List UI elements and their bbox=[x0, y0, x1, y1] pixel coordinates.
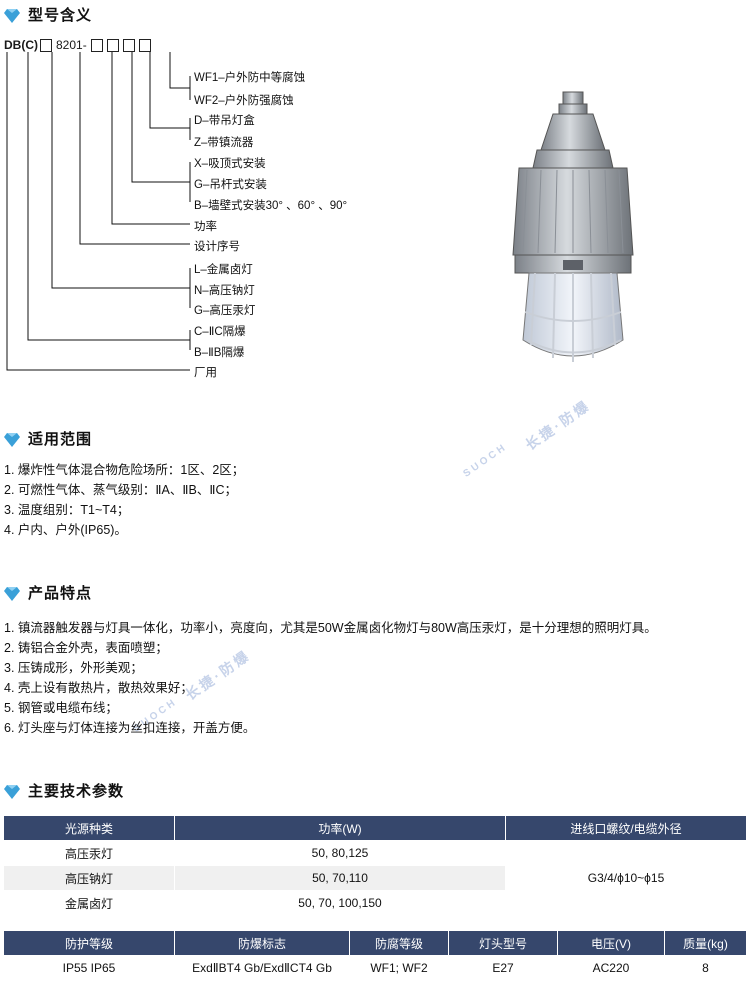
section-title: 主要技术参数 bbox=[28, 783, 125, 800]
model-prefix: DB(C) bbox=[4, 38, 38, 52]
code-box bbox=[122, 38, 135, 52]
list-item: 2. 铸铝合金外壳，表面喷塑； bbox=[4, 641, 168, 655]
table-cell: 50, 70, 100,150 bbox=[174, 890, 506, 916]
list-item: 4. 户内、户外(IP65)。 bbox=[4, 523, 127, 537]
code-box bbox=[40, 38, 52, 52]
tree-label: Z–带镇流器 bbox=[194, 137, 254, 149]
table-row: IP55 IP65 ExdⅡBT4 Gb/ExdⅡCT4 Gb WF1; WF2… bbox=[3, 955, 747, 981]
tree-label: 厂用 bbox=[194, 367, 217, 379]
tree-label: WF1–户外防中等腐蚀 bbox=[194, 72, 306, 84]
table-cell: G3/4/ϕ10~ϕ15 bbox=[505, 840, 747, 916]
table-header: 防护等级 bbox=[3, 930, 175, 956]
tree-label: D–带吊灯盒 bbox=[194, 115, 255, 127]
tree-label: N–高压钠灯 bbox=[194, 285, 255, 297]
table-cell: 8 bbox=[664, 955, 747, 981]
table-cell: 金属卤灯 bbox=[3, 890, 175, 916]
table-header: 质量(kg) bbox=[664, 930, 747, 956]
tree-label: G–吊杆式安装 bbox=[194, 179, 267, 191]
table-header: 进线口螺纹/电缆外径 bbox=[505, 815, 747, 841]
gem-icon bbox=[4, 784, 20, 799]
code-box bbox=[90, 38, 103, 52]
table-cell: 50, 80,125 bbox=[174, 840, 506, 866]
table-header: 灯头型号 bbox=[448, 930, 558, 956]
table-header: 功率(W) bbox=[174, 815, 506, 841]
scope-list: 1. 爆炸性气体混合物危险场所：1区、2区； 2. 可燃性气体、蒸气级别：ⅡA、… bbox=[4, 460, 244, 540]
model-tree-lines bbox=[6, 52, 191, 371]
section-heading-model: 型号含义 bbox=[4, 4, 92, 25]
section-title: 适用范围 bbox=[28, 431, 93, 448]
table-cell: ExdⅡBT4 Gb/ExdⅡCT4 Gb bbox=[174, 955, 350, 981]
gem-icon bbox=[4, 586, 20, 601]
tree-label: G–高压汞灯 bbox=[194, 305, 256, 317]
list-item: 5. 钢管或电缆布线； bbox=[4, 701, 118, 715]
tree-label: X–吸顶式安装 bbox=[194, 158, 266, 170]
list-item: 6. 灯头座与灯体连接为丝扣连接，开盖方便。 bbox=[4, 721, 256, 735]
section-heading-params: 主要技术参数 bbox=[4, 780, 124, 801]
tree-label: 功率 bbox=[194, 221, 217, 233]
table-row: 高压钠灯 50, 70,110 bbox=[3, 865, 747, 891]
table-cell: 高压钠灯 bbox=[3, 865, 175, 891]
section-title: 产品特点 bbox=[28, 585, 93, 602]
gem-icon bbox=[4, 8, 20, 23]
code-box bbox=[106, 38, 119, 52]
table-cell: E27 bbox=[448, 955, 558, 981]
list-item: 1. 爆炸性气体混合物危险场所：1区、2区； bbox=[4, 463, 245, 477]
list-item: 4. 壳上设有散热片，散热效果好； bbox=[4, 681, 193, 695]
section-heading-features: 产品特点 bbox=[4, 582, 92, 603]
tree-label: B–ⅡB隔爆 bbox=[194, 347, 245, 359]
list-item: 3. 压铸成形，外形美观； bbox=[4, 661, 143, 675]
list-item: 2. 可燃性气体、蒸气级别：ⅡA、ⅡB、ⅡC； bbox=[4, 483, 238, 497]
tree-label: 设计序号 bbox=[194, 241, 240, 253]
table-cell: 50, 70,110 bbox=[174, 865, 506, 891]
tree-label: L–金属卤灯 bbox=[194, 264, 253, 276]
list-item: 1. 镇流器触发器与灯具一体化，功率小，亮度向，尤其是50W金属卤化物灯与80W… bbox=[4, 621, 657, 635]
tree-label: C–ⅡC隔爆 bbox=[194, 326, 246, 338]
table-row: 高压汞灯 50, 80,125 G3/4/ϕ10~ϕ15 bbox=[3, 840, 747, 916]
feature-list: 1. 镇流器触发器与灯具一体化，功率小，亮度向，尤其是50W金属卤化物灯与80W… bbox=[4, 618, 657, 738]
section-title: 型号含义 bbox=[28, 7, 93, 24]
table-header: 光源种类 bbox=[3, 815, 175, 841]
list-item: 3. 温度组别：T1~T4； bbox=[4, 503, 130, 517]
watermark-text: 长捷·防爆 bbox=[522, 396, 594, 454]
code-box bbox=[138, 38, 151, 52]
table-cell: 高压汞灯 bbox=[3, 840, 175, 866]
light-source-table: 光源种类 功率(W) 进线口螺纹/电缆外径 高压汞灯 50, 80,125 G3… bbox=[3, 815, 747, 916]
table-cell: AC220 bbox=[557, 955, 665, 981]
watermark-brand: SUOCH bbox=[461, 441, 510, 480]
section-heading-scope: 适用范围 bbox=[4, 428, 92, 449]
tree-label: WF2–户外防强腐蚀 bbox=[194, 95, 294, 107]
table-row: 金属卤灯 50, 70, 100,150 bbox=[3, 890, 747, 916]
table-cell: IP55 IP65 bbox=[3, 955, 175, 981]
table-header: 防爆标志 bbox=[174, 930, 350, 956]
specs-table: 防护等级 防爆标志 防腐等级 灯头型号 电压(V) 质量(kg) IP55 IP… bbox=[3, 930, 747, 981]
table-header: 电压(V) bbox=[557, 930, 665, 956]
model-series: 8201- bbox=[56, 38, 87, 52]
gem-icon bbox=[4, 432, 20, 447]
explosion-proof-lamp-image bbox=[512, 91, 634, 362]
tree-label: B–墙壁式安装30° 、60° 、90° bbox=[194, 200, 348, 212]
table-header: 防腐等级 bbox=[349, 930, 449, 956]
table-cell: WF1; WF2 bbox=[349, 955, 449, 981]
model-code: DB(C) 8201- bbox=[4, 38, 153, 52]
